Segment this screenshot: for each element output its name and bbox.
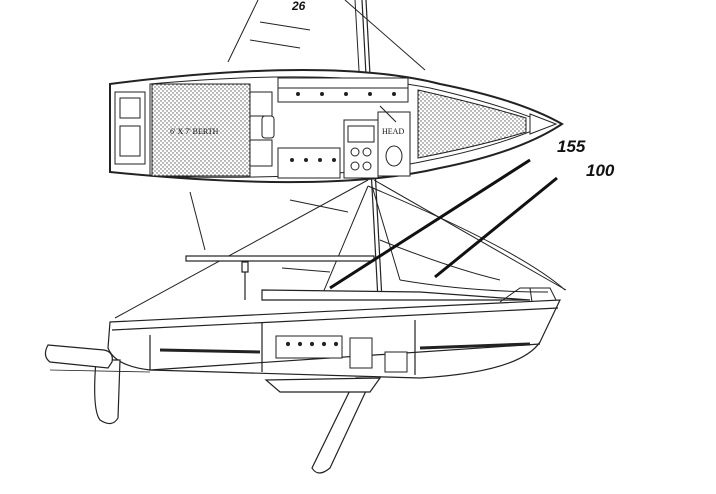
forestay — [114, 179, 567, 319]
forward-v-berth — [417, 89, 527, 159]
pulpit — [499, 287, 557, 303]
v-berth-aft — [151, 83, 251, 177]
galley — [343, 119, 379, 179]
settee-port — [277, 147, 341, 179]
outboard-tiller — [44, 344, 113, 369]
rudder — [94, 359, 121, 425]
settee-profile — [275, 335, 408, 373]
head — [377, 105, 411, 177]
deck-plan: 6' X 7' BERTH — [109, 69, 564, 184]
callout-100-leader — [434, 176, 558, 279]
head-label: HEAD — [382, 127, 404, 136]
waterline — [49, 369, 151, 373]
callout-155-leader — [329, 158, 531, 290]
callout-155-label: 155 — [557, 137, 586, 156]
hull-profile — [107, 289, 561, 379]
sail-number: 26 — [291, 0, 306, 13]
cockpit — [114, 91, 146, 165]
chain-locker — [529, 113, 558, 135]
callout-100-label: 100 — [586, 161, 615, 180]
berth-label: 6' X 7' BERTH — [170, 127, 219, 136]
companionway — [249, 91, 275, 167]
hull-stripe — [159, 342, 531, 354]
settee-starboard — [277, 77, 409, 103]
keel-centerboard — [264, 377, 382, 474]
jib-100 — [371, 185, 549, 293]
